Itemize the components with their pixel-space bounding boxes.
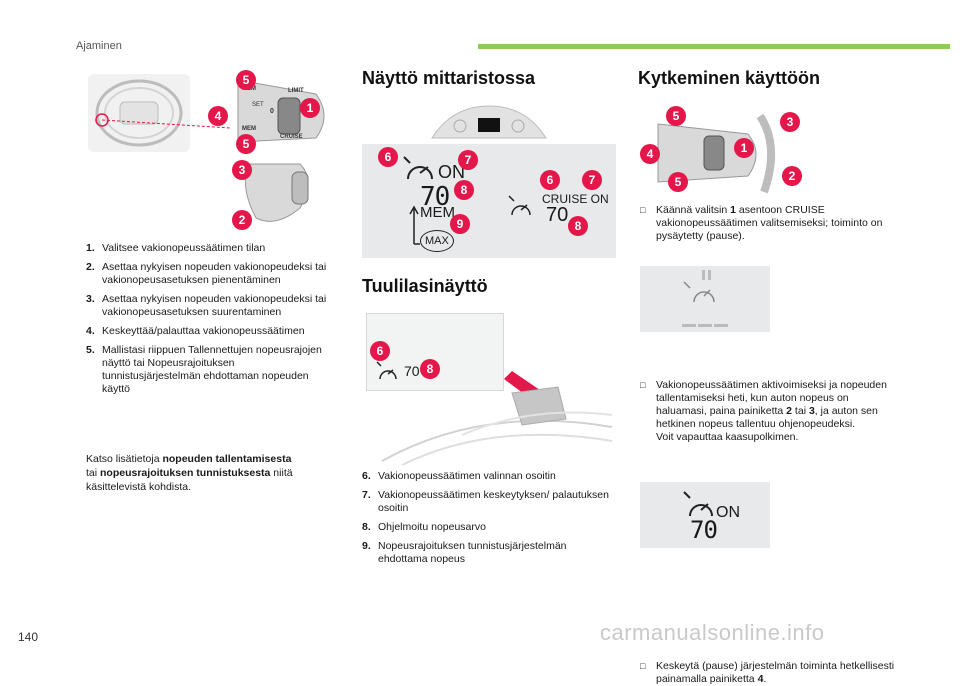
on-display-speed-text: 70 bbox=[690, 516, 718, 544]
mem-bracket-icon bbox=[409, 205, 420, 245]
section-accent-bar bbox=[478, 44, 950, 49]
callout-badge: 4 bbox=[640, 144, 660, 164]
callout-badge: 5 bbox=[236, 70, 256, 90]
section-label: Ajaminen bbox=[76, 40, 122, 52]
callout-badge: 1 bbox=[734, 138, 754, 158]
callout-badge: 7 bbox=[458, 150, 478, 170]
section-title-cluster: Näyttö mittaristossa bbox=[362, 68, 536, 88]
steering-wheel-figure: LIMIT MEM SET 0 MEM CRUISE 5 4 1 5 3 2 bbox=[80, 68, 350, 238]
step-1-text: □Käännä valitsin 1 asentoon CRUISE vakio… bbox=[640, 204, 883, 242]
step-3-text: □Keskeytä (pause) järjestelmän toiminta … bbox=[640, 660, 895, 685]
callout-badge: 5 bbox=[668, 172, 688, 192]
callout-badge: 2 bbox=[782, 166, 802, 186]
list-item: 6.Vakionopeussäätimen valinnan osoitin bbox=[362, 470, 556, 482]
checkbox-bullet-icon: □ bbox=[640, 380, 646, 390]
callout-badge: 6 bbox=[378, 147, 398, 167]
dashboard-illustration bbox=[381, 371, 613, 465]
callout-badge: 8 bbox=[420, 359, 440, 379]
cruise-gauge-icon bbox=[508, 195, 531, 216]
display-on-text: ON bbox=[438, 162, 465, 182]
stalk-label-zero: 0 bbox=[270, 108, 274, 115]
checkbox-bullet-icon: □ bbox=[640, 205, 646, 215]
hud-speed-text: 70 bbox=[404, 363, 420, 379]
step-2-text: □Vakionopeussäätimen aktivoimiseksi ja n… bbox=[640, 379, 887, 443]
list-item: 2.Asettaa nykyisen nopeuden vakionopeude… bbox=[86, 261, 327, 286]
hud-figure: 70 6 8 bbox=[362, 305, 616, 465]
instrument-cluster-illustration bbox=[431, 105, 547, 139]
callout-badge: 5 bbox=[666, 106, 686, 126]
display-max-text: MAX bbox=[420, 230, 454, 252]
cluster-display-box bbox=[362, 144, 616, 258]
right-stalk-figure: 5 3 4 1 5 2 bbox=[640, 106, 810, 198]
stalk-label-mem-2: MEM bbox=[242, 126, 256, 132]
section-title-hud: Tuulilasinäyttö bbox=[362, 276, 488, 296]
display-cruise-on-text: CRUISE ON bbox=[542, 192, 609, 206]
on-display-box bbox=[640, 482, 770, 548]
cruise-paused-icon bbox=[682, 270, 728, 327]
checkbox-bullet-icon: □ bbox=[640, 661, 646, 671]
callout-badge: 8 bbox=[454, 180, 474, 200]
callout-badge: 6 bbox=[370, 341, 390, 361]
display-speed-text-2: 70 bbox=[546, 204, 569, 226]
list-item: 1.Valitsee vakionopeussäätimen tilan bbox=[86, 242, 266, 254]
list-item: 7.Vakionopeussäätimen keskeytyksen/ pala… bbox=[362, 489, 609, 514]
callout-badge: 9 bbox=[450, 214, 470, 234]
callout-badge: 3 bbox=[232, 160, 252, 180]
middle-numbered-list: 6.Vakionopeussäätimen valinnan osoitin 7… bbox=[362, 470, 616, 572]
on-display-on-text: ON bbox=[716, 504, 740, 521]
page-number: 140 bbox=[18, 630, 39, 644]
watermark: carmanualsonline.info bbox=[600, 620, 825, 645]
cruise-gauge-icon bbox=[376, 361, 397, 380]
callout-badge: 4 bbox=[208, 106, 228, 126]
cluster-figure: ON 70 MEM MAX CRUISE ON 70 6 7 8 9 6 7 8 bbox=[362, 100, 616, 258]
steering-wheel-illustration bbox=[88, 74, 325, 222]
stalk-label-set: SET bbox=[252, 102, 264, 108]
cruise-gauge-icon bbox=[403, 156, 433, 180]
callout-badge: 8 bbox=[568, 216, 588, 236]
callout-badge: 1 bbox=[300, 98, 320, 118]
list-item: 9.Nopeusrajoituksen tunnistusjärjestelmä… bbox=[362, 540, 567, 565]
section-title-activate: Kytkeminen käyttöön bbox=[638, 68, 821, 88]
list-item: 5.Mallistasi riippuen Tallennettujen nop… bbox=[86, 344, 322, 395]
stalk-label-cruise: CRUISE bbox=[280, 134, 303, 140]
display-speed-text: 70 bbox=[420, 182, 450, 212]
stalk-label-limit: LIMIT bbox=[288, 88, 304, 94]
cruise-gauge-icon bbox=[683, 491, 713, 517]
callout-badge: 6 bbox=[540, 170, 560, 190]
left-note: Katso lisätietoja nopeuden tallentamises… bbox=[86, 453, 293, 493]
list-item: 3.Asettaa nykyisen nopeuden vakionopeude… bbox=[86, 293, 327, 318]
callout-badge: 2 bbox=[232, 210, 252, 230]
left-numbered-list: 1.Valitsee vakionopeussäätimen tilan 2.A… bbox=[86, 242, 336, 402]
callout-badge: 3 bbox=[780, 112, 800, 132]
list-item: 4.Keskeyttää/palauttaa vakionopeussäätim… bbox=[86, 325, 305, 337]
list-item: 8.Ohjelmoitu nopeusarvo bbox=[362, 521, 486, 533]
display-mem-text: MEM bbox=[420, 204, 455, 221]
stalk-illustration bbox=[657, 113, 776, 194]
callout-badge: 7 bbox=[582, 170, 602, 190]
callout-badge: 5 bbox=[236, 134, 256, 154]
